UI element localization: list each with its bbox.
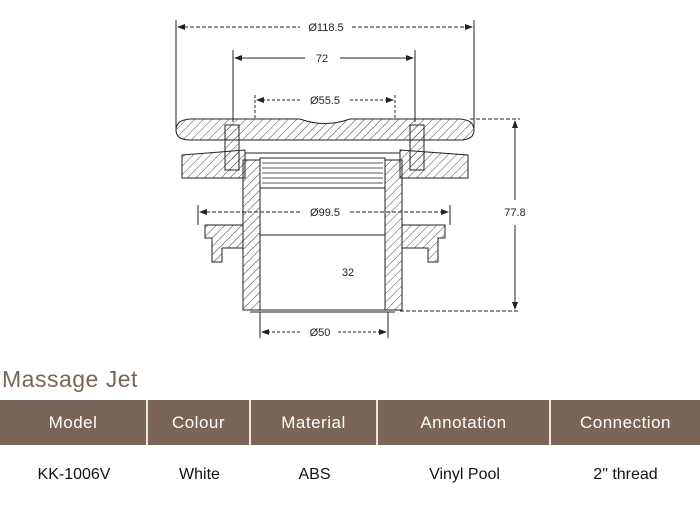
cell-model: KK-1006V — [37, 466, 111, 483]
table-header-row: Model Colour Material Annotation Connect… — [0, 400, 700, 445]
header-material: Material — [251, 400, 378, 445]
dim-pipe-diameter: Ø50 — [310, 327, 331, 339]
cell-material: ABS — [298, 466, 331, 483]
dim-inner-diameter: Ø55.5 — [310, 95, 340, 107]
cell-connection: 2" thread — [593, 466, 658, 483]
header-model: Model — [0, 400, 148, 445]
header-annotation: Annotation — [378, 400, 551, 445]
spec-table: Model Colour Material Annotation Connect… — [0, 400, 700, 505]
technical-drawing: Ø118.5 72 Ø55.5 Ø99.5 32 77.8 Ø50 — [175, 20, 526, 339]
dim-nut-diameter: Ø99.5 — [310, 207, 340, 219]
cell-annotation: Vinyl Pool — [429, 466, 500, 483]
header-colour: Colour — [148, 400, 251, 445]
header-connection: Connection — [551, 400, 700, 445]
dim-center-span: 72 — [316, 53, 328, 65]
dim-height: 77.8 — [504, 207, 525, 219]
dim-bore-depth: 32 — [342, 267, 354, 279]
product-title: Massage Jet — [2, 366, 138, 392]
dim-outer-diameter: Ø118.5 — [308, 22, 343, 34]
cell-colour: White — [179, 466, 220, 483]
table-row: KK-1006V White ABS Vinyl Pool 2" thread — [0, 445, 700, 505]
